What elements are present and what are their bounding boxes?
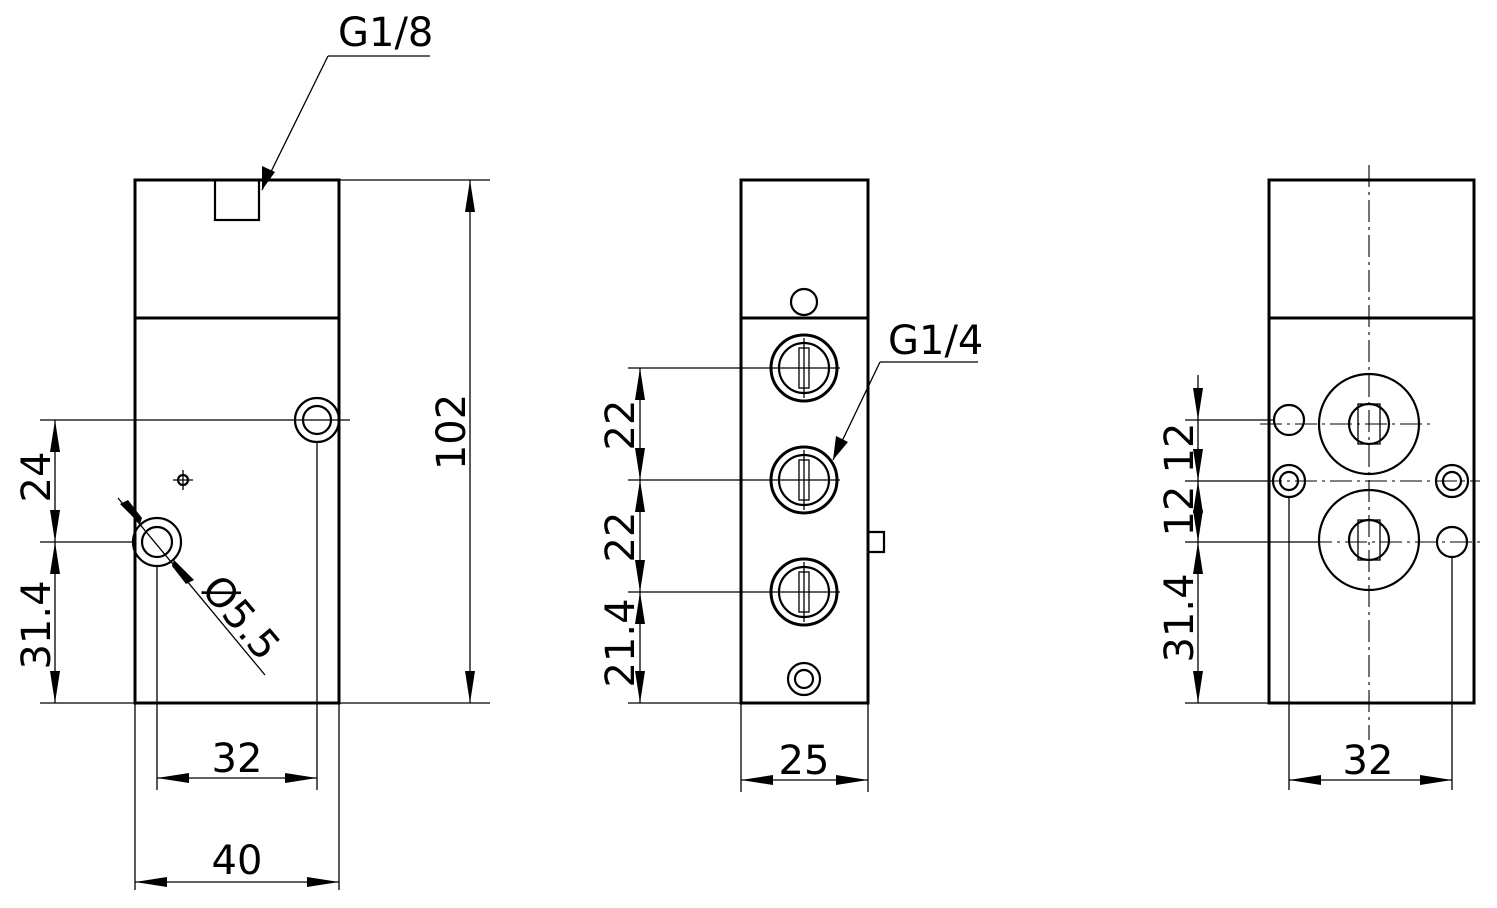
back-view: 12 12 31.4 32 [1157,165,1480,790]
back-port-lower [1317,488,1421,592]
front-dim-32-arrow-left [157,773,189,783]
front-dim-40-label: 40 [212,838,263,884]
side-dim-25-arrow-left [741,775,773,785]
front-dim-31-4-arrow-bottom [50,671,60,703]
back-dim-32-arrow-right [1420,775,1452,785]
front-dim-40-arrow-right [307,877,339,887]
front-dim-31-4-arrow-top [50,542,60,574]
back-dim-31-4-label: 31.4 [1157,573,1203,662]
front-dim-102-label: 102 [429,394,475,470]
back-dim-12a-arrow-bottom [1193,449,1203,481]
side-dim-21-4-arrow-bottom [635,671,645,703]
front-dim-102-arrow-top [465,180,475,212]
side-dim-22a-arrow-top [635,368,645,400]
side-dim-22b-arrow-bottom [635,560,645,592]
back-dim-12b-arrow-bottom [1193,510,1203,542]
back-dim-12a-arrow-top [1193,388,1203,420]
front-dim-31-4-label: 31.4 [14,580,60,669]
front-dim-32-arrow-right [285,773,317,783]
side-dim-22a-label: 22 [598,400,644,451]
back-dim-12b-label: 12 [1157,486,1203,537]
front-leader-arrow [262,166,275,190]
back-dim-31-4-arrow-top [1193,542,1203,574]
front-view: G1/8 102 24 31.4 [14,10,490,890]
back-dim-12b-arrow-top [1193,481,1203,513]
front-leader-line [261,55,329,191]
front-dim-dia-arrow-b [172,560,194,584]
side-leader-arrow [833,436,848,460]
front-dim-24-arrow-bottom [50,510,60,542]
side-view: G1/4 22 22 21.4 25 [598,178,983,792]
front-dim-102-arrow-bottom [465,671,475,703]
side-dim-25-label: 25 [779,738,830,784]
side-thread-label: G1/4 [888,318,983,364]
side-body-outline [739,178,870,705]
front-dim-dia-arrow-a [120,500,142,524]
back-dim-32-arrow-left [1289,775,1321,785]
back-hole-upper-left [1272,403,1306,437]
side-dim-22b-label: 22 [598,512,644,563]
side-dim-21-4-arrow-top [635,592,645,624]
side-screw-bottom-inner [793,668,815,690]
side-dim-21-4-label: 21.4 [598,598,644,687]
front-dim-24-arrow-top [50,420,60,452]
side-screw-bottom-outer [786,661,822,697]
side-manual-tab [868,530,886,554]
front-dim-dia-leader [117,497,266,676]
side-dim-22a-arrow-bottom [635,448,645,480]
back-body-outline [1267,178,1476,705]
front-dim-40-arrow-left [135,877,167,887]
front-hole-lower-inner [140,525,174,559]
back-dim-32-label: 32 [1343,738,1394,784]
front-dim-dia-label: Ø5.5 [192,567,288,669]
side-dim-22b-arrow-top [635,480,645,512]
front-pilot-port [213,178,261,222]
side-dim-25-arrow-right [836,775,868,785]
front-dim-24-label: 24 [14,452,60,503]
side-screw-top [789,287,819,317]
front-thread-label: G1/8 [338,10,433,56]
back-dim-31-4-arrow-bottom [1193,671,1203,703]
back-dim-12a-label: 12 [1157,423,1203,474]
front-dim-32-label: 32 [212,736,263,782]
